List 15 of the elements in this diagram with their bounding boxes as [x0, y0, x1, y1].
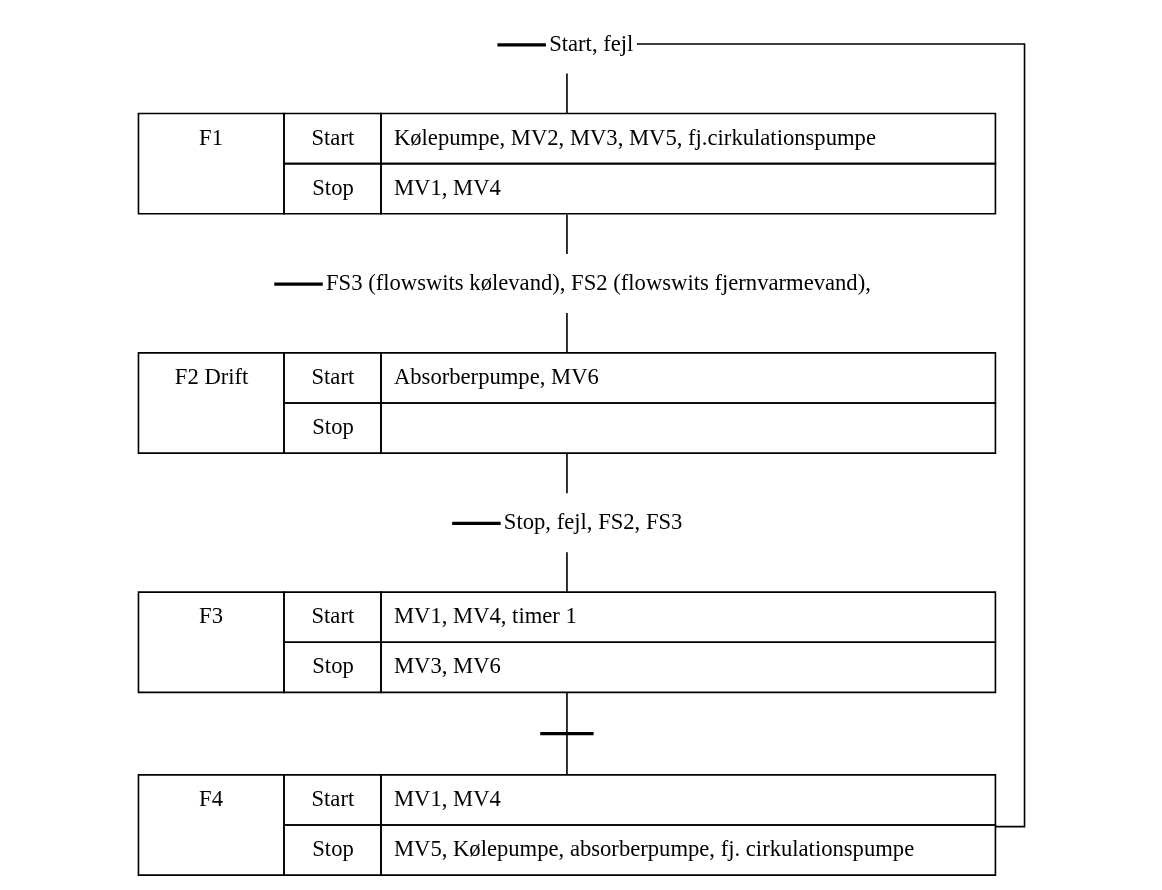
connector: [565, 312, 568, 354]
node-bar: [539, 732, 594, 736]
connector: [565, 213, 568, 255]
connector: [565, 691, 568, 734]
node-label: FS3 (flowswits kølevand), FS2 (flowswits fjernvarmevand),: [325, 270, 871, 296]
connector: [565, 452, 568, 495]
node-box: [496, 43, 546, 47]
connector: [635, 43, 1025, 828]
node-label: Stop, fejl, FS2, FS3: [503, 509, 682, 535]
node-label: Start, fejl: [548, 30, 633, 56]
node-box: [273, 282, 323, 286]
node-box: [451, 521, 501, 526]
connector: [565, 733, 568, 776]
connector: [565, 72, 568, 115]
connector: [565, 551, 568, 593]
